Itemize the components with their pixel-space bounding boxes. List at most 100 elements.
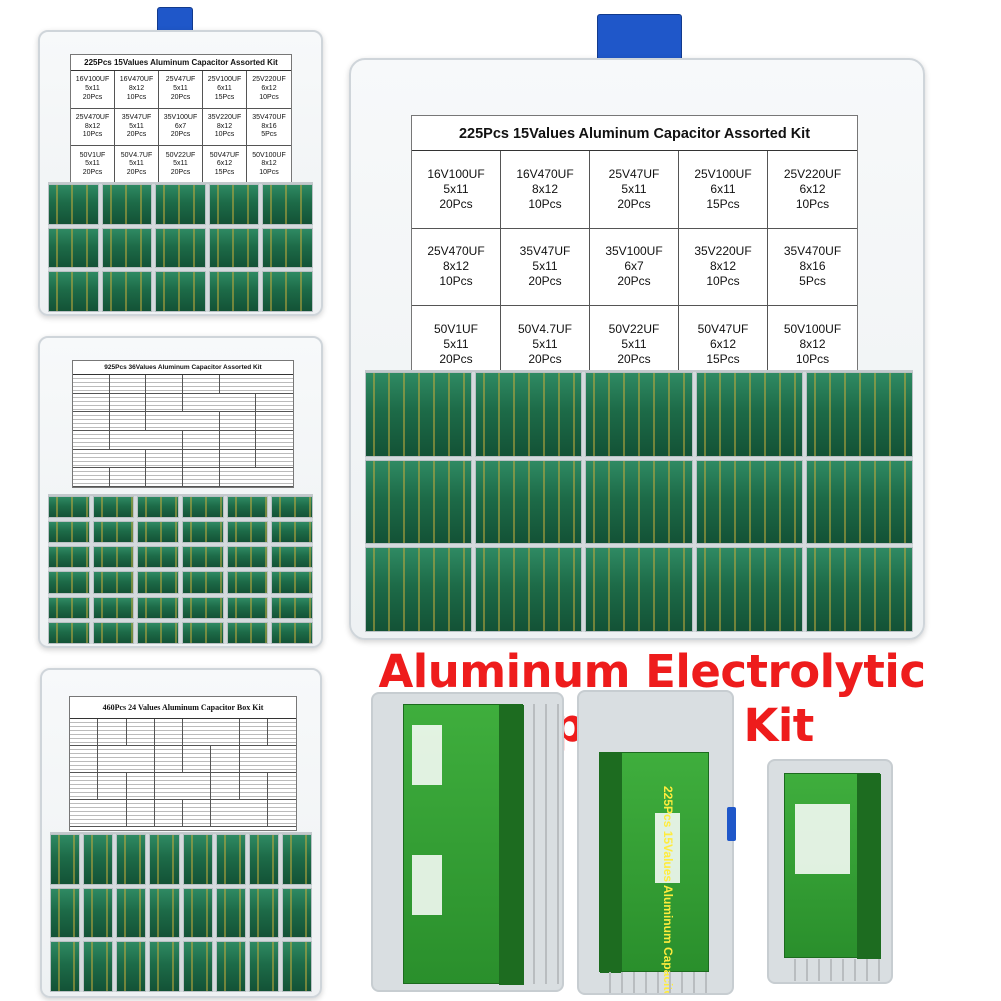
capacitor-compartment	[48, 621, 90, 644]
capacitor-compartment	[48, 496, 90, 519]
value-cell	[183, 746, 212, 773]
value-cell-text: 20Pcs	[439, 352, 473, 367]
small-kit-label-title: 225Pcs 15Values Aluminum Capacitor Assor…	[71, 55, 291, 71]
capacitor-compartment	[50, 834, 81, 885]
value-cell	[73, 412, 110, 431]
value-cell	[109, 430, 147, 450]
value-cell	[98, 800, 127, 827]
value-cell	[211, 746, 240, 773]
small-225pcs-kit-box: 225Pcs 15Values Aluminum Capacitor Assor…	[38, 30, 323, 316]
value-cell	[126, 800, 155, 827]
value-cell-text: 5x11	[621, 337, 647, 352]
value-cell-text: 25V220UF	[783, 166, 842, 181]
value-cell-text: 50V22UF	[608, 322, 660, 337]
value-cell	[146, 375, 183, 394]
value-cell-text: 10Pcs	[126, 93, 147, 101]
small-kit-compartments	[48, 182, 313, 312]
value-cell-text: 6x12	[799, 181, 826, 196]
value-cell	[183, 719, 212, 746]
capacitor-compartment	[281, 887, 312, 939]
value-cell	[70, 773, 99, 800]
large-kit-compartments	[365, 370, 913, 632]
value-cell	[219, 468, 257, 487]
capacitor-compartment	[149, 834, 180, 885]
capacitor-compartment	[281, 834, 312, 885]
capacitor-compartment	[48, 571, 90, 594]
capacitor-compartment	[182, 941, 213, 992]
capacitor-compartment	[271, 521, 313, 544]
value-cell	[183, 468, 220, 487]
value-cell	[219, 430, 257, 450]
packaged-box-small	[767, 759, 893, 984]
capacitor-compartment	[83, 941, 114, 992]
capacitor-compartment	[137, 621, 179, 644]
capacitor-compartment	[92, 546, 135, 569]
value-cell	[154, 773, 183, 800]
value-cell-text: 25V47UF	[165, 76, 196, 84]
value-cell-text: 10Pcs	[795, 352, 830, 367]
value-cell	[154, 800, 183, 827]
value-cell	[256, 375, 293, 394]
value-cell	[98, 746, 127, 773]
value-cell-text: 5Pcs	[261, 131, 277, 139]
value-cell-text: 10Pcs	[528, 196, 562, 211]
blue-side-tab	[727, 807, 736, 841]
value-cell-text: 6x7	[624, 259, 644, 274]
value-cell-text: 8x12	[128, 84, 145, 92]
value-cell	[70, 746, 99, 773]
capacitor-compartment	[48, 596, 90, 619]
value-cell	[126, 746, 155, 773]
value-cell-text: 6x11	[710, 181, 736, 196]
value-cell	[109, 468, 147, 487]
capacitor-compartment	[48, 546, 90, 569]
value-cell-text: 5x11	[443, 337, 469, 352]
capacitor-compartment	[271, 496, 313, 519]
value-cell-text: 35V220UF	[207, 113, 242, 121]
925-kit-label: 925Pcs 36Values Aluminum Capacitor Assor…	[72, 360, 294, 488]
value-cell	[256, 393, 293, 413]
value-cell-text: 50V1UF	[433, 322, 479, 337]
value-cell	[183, 773, 212, 800]
value-cell-text: 15Pcs	[706, 196, 740, 211]
value-cell	[211, 719, 240, 746]
value-cell	[73, 375, 110, 394]
capacitor-compartment	[248, 941, 279, 992]
capacitor-compartment	[182, 546, 224, 569]
value-cell	[146, 412, 183, 431]
capacitor-compartment	[226, 546, 269, 569]
capacitor-compartment	[149, 941, 180, 992]
capacitor-compartment	[226, 571, 269, 594]
value-cell-text: 8x12	[442, 259, 470, 274]
value-cell-text: 20Pcs	[82, 93, 103, 101]
capacitor-compartment	[50, 941, 81, 992]
capacitor-compartment	[182, 521, 224, 544]
value-cell-text: 20Pcs	[82, 169, 103, 177]
value-cell-text: 6x12	[709, 337, 737, 352]
value-cell	[183, 800, 212, 827]
capacitor-compartment	[182, 496, 224, 519]
value-cell	[183, 449, 220, 469]
value-cell-text: 35V100UF	[605, 244, 663, 259]
value-cell-text: 25V470UF	[75, 113, 110, 121]
capacitor-compartment	[182, 887, 213, 939]
value-cell	[239, 800, 268, 827]
value-cell-text: 10Pcs	[214, 131, 235, 139]
value-cell	[73, 393, 110, 413]
value-cell-text: 50V1UF	[79, 151, 106, 159]
packaged-box-large	[371, 692, 564, 992]
capacitor-compartment	[92, 571, 135, 594]
capacitor-compartment	[182, 596, 224, 619]
